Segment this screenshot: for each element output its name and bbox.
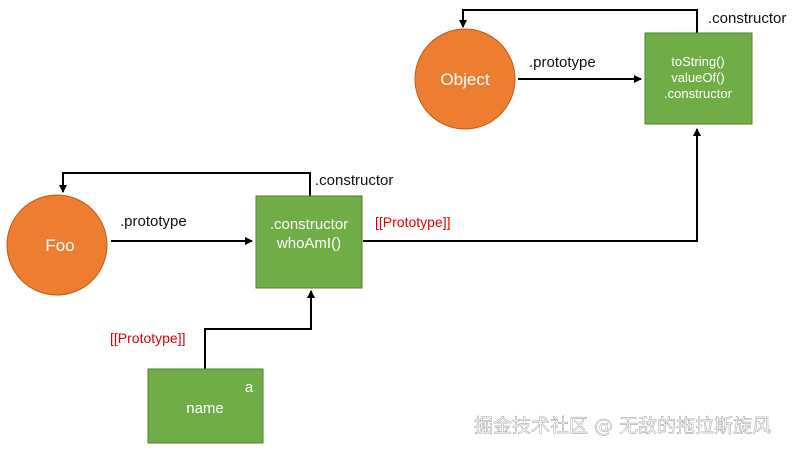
- foo-proto-line-2: whoAmI(): [276, 235, 341, 252]
- a-to-foo-proto-arrow: [204, 290, 315, 369]
- foo-constructor-arrow: [59, 172, 311, 196]
- object-prototype-box: [644, 32, 753, 125]
- object-circle: [414, 28, 516, 130]
- foo-proto-to-object-proto-arrow: [363, 128, 701, 242]
- foo-proto-line-1: .constructor: [270, 216, 348, 233]
- foo-label: Foo: [45, 236, 74, 255]
- foo-prototype-node: .constructor whoAmI(): [255, 195, 363, 289]
- object-proto-line-3: .constructor: [664, 86, 733, 101]
- object-proto-line-2: valueOf(): [671, 70, 724, 85]
- foo-circle: [6, 194, 108, 296]
- connectors: [59, 9, 701, 369]
- object-constructor-arrow: [459, 9, 698, 33]
- instance-a-field: name: [186, 400, 224, 417]
- instance-a-box: [147, 368, 264, 444]
- object-node: Object: [414, 28, 516, 130]
- object-prototype-label: .prototype: [529, 54, 596, 71]
- object-constructor-label: .constructor: [708, 10, 786, 27]
- a-to-foo-proto-label: [[Prototype]]: [110, 330, 185, 346]
- watermark-text: 掘金技术社区 @ 无敌的拖拉斯旋风: [474, 415, 771, 437]
- foo-node: Foo: [6, 194, 108, 296]
- instance-a-title: a: [245, 379, 254, 396]
- object-proto-line-1: toString(): [671, 54, 724, 69]
- object-prototype-node: toString() valueOf() .constructor: [644, 32, 753, 125]
- foo-proto-to-object-proto-label: [[Prototype]]: [375, 214, 450, 230]
- instance-a-node: a name: [147, 368, 264, 444]
- foo-prototype-box: [255, 195, 363, 289]
- foo-prototype-label: .prototype: [120, 213, 187, 230]
- foo-constructor-label: .constructor: [315, 172, 393, 189]
- object-label: Object: [440, 70, 489, 89]
